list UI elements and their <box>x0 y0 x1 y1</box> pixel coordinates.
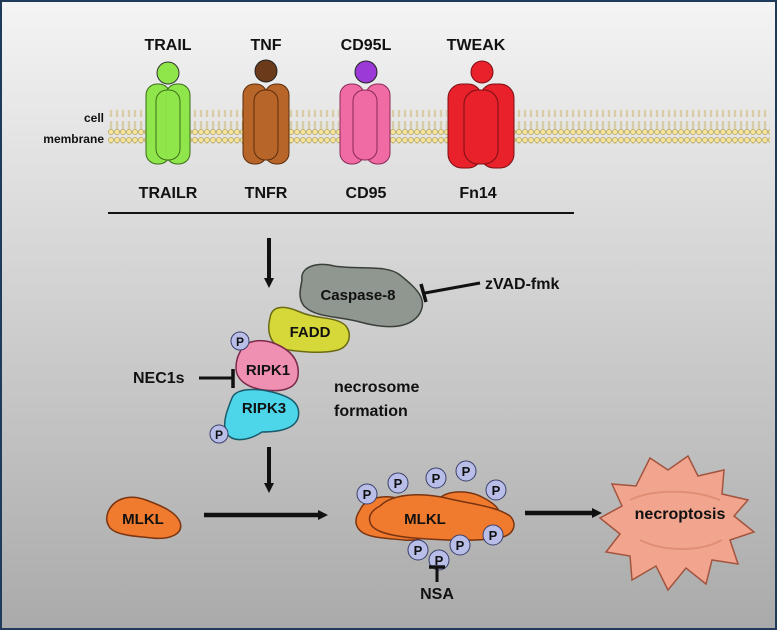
receptor-tnfr-label: TNFR <box>245 185 288 202</box>
caspase8-protein: Caspase-8 <box>299 263 424 328</box>
membrane-label-line1: cell <box>84 111 104 125</box>
svg-text:P: P <box>363 487 372 502</box>
svg-text:P: P <box>215 428 223 442</box>
mlkl-monomer: MLKL <box>105 496 182 540</box>
ligand-trail-label: TRAIL <box>144 37 191 54</box>
fadd-protein: FADD <box>268 306 351 354</box>
mlkl-monomer-label: MLKL <box>122 511 164 528</box>
svg-text:P: P <box>432 471 441 486</box>
mlkl-phospho-sites: P P P P P P P P P <box>356 460 507 571</box>
svg-text:P: P <box>462 464 471 479</box>
cell-membrane-bilayer <box>108 110 770 144</box>
necroptosis-label: necroptosis <box>635 506 726 523</box>
zvad-label: zVAD-fmk <box>485 276 559 293</box>
ligand-tweak-label: TWEAK <box>447 37 506 54</box>
fadd-label: FADD <box>290 324 331 341</box>
ripk3-protein: RIPK3 <box>223 388 300 441</box>
receptor-cd95-label: CD95 <box>346 185 387 202</box>
tnfr-receptor <box>242 59 290 165</box>
caspase8-label: Caspase-8 <box>320 287 395 304</box>
mlkl-oligomer: MLKL <box>355 491 515 542</box>
phospho-site: P <box>482 524 504 546</box>
svg-text:P: P <box>489 528 498 543</box>
svg-text:P: P <box>456 538 465 553</box>
phospho-site: P <box>428 549 450 571</box>
trailr-receptor <box>145 61 191 165</box>
ripk1-protein: RIPK1 <box>235 339 299 392</box>
phospho-site: P <box>407 539 429 561</box>
ripk3-label: RIPK3 <box>242 400 286 417</box>
phospho-site: P <box>455 460 477 482</box>
phospho-site: P <box>449 534 471 556</box>
necroptotic-cell: necroptosis <box>598 454 756 592</box>
phospho-site: P <box>425 467 447 489</box>
phospho-site: P <box>387 472 409 494</box>
cd95-receptor <box>339 60 391 165</box>
necrosome-label-line2: formation <box>334 403 408 420</box>
fn14-receptor <box>447 60 515 169</box>
phospho-site: P <box>356 483 378 505</box>
necrosome-label-line1: necrosome <box>334 379 419 396</box>
phospho-site: P <box>485 479 507 501</box>
receptor-fn14-label: Fn14 <box>459 185 496 202</box>
zvad-inhibition-line <box>424 281 481 295</box>
nsa-label: NSA <box>420 586 454 603</box>
ripk3-phospho: P <box>209 424 229 444</box>
svg-text:P: P <box>492 483 501 498</box>
ligand-cd95l-label: CD95L <box>341 37 392 54</box>
zvad-inhibition-bar <box>419 283 428 303</box>
svg-text:P: P <box>394 476 403 491</box>
mlkl-oligomer-label: MLKL <box>404 511 446 528</box>
svg-text:P: P <box>236 335 244 349</box>
svg-text:P: P <box>414 543 423 558</box>
ripk1-label: RIPK1 <box>246 362 290 379</box>
svg-text:P: P <box>435 553 444 568</box>
ligand-tnf-label: TNF <box>250 37 281 54</box>
nec1s-label: NEC1s <box>133 370 185 387</box>
receptor-trailr-label: TRAILR <box>139 185 198 202</box>
ripk1-phospho: P <box>230 331 250 351</box>
membrane-label-line2: membrane <box>43 132 104 146</box>
